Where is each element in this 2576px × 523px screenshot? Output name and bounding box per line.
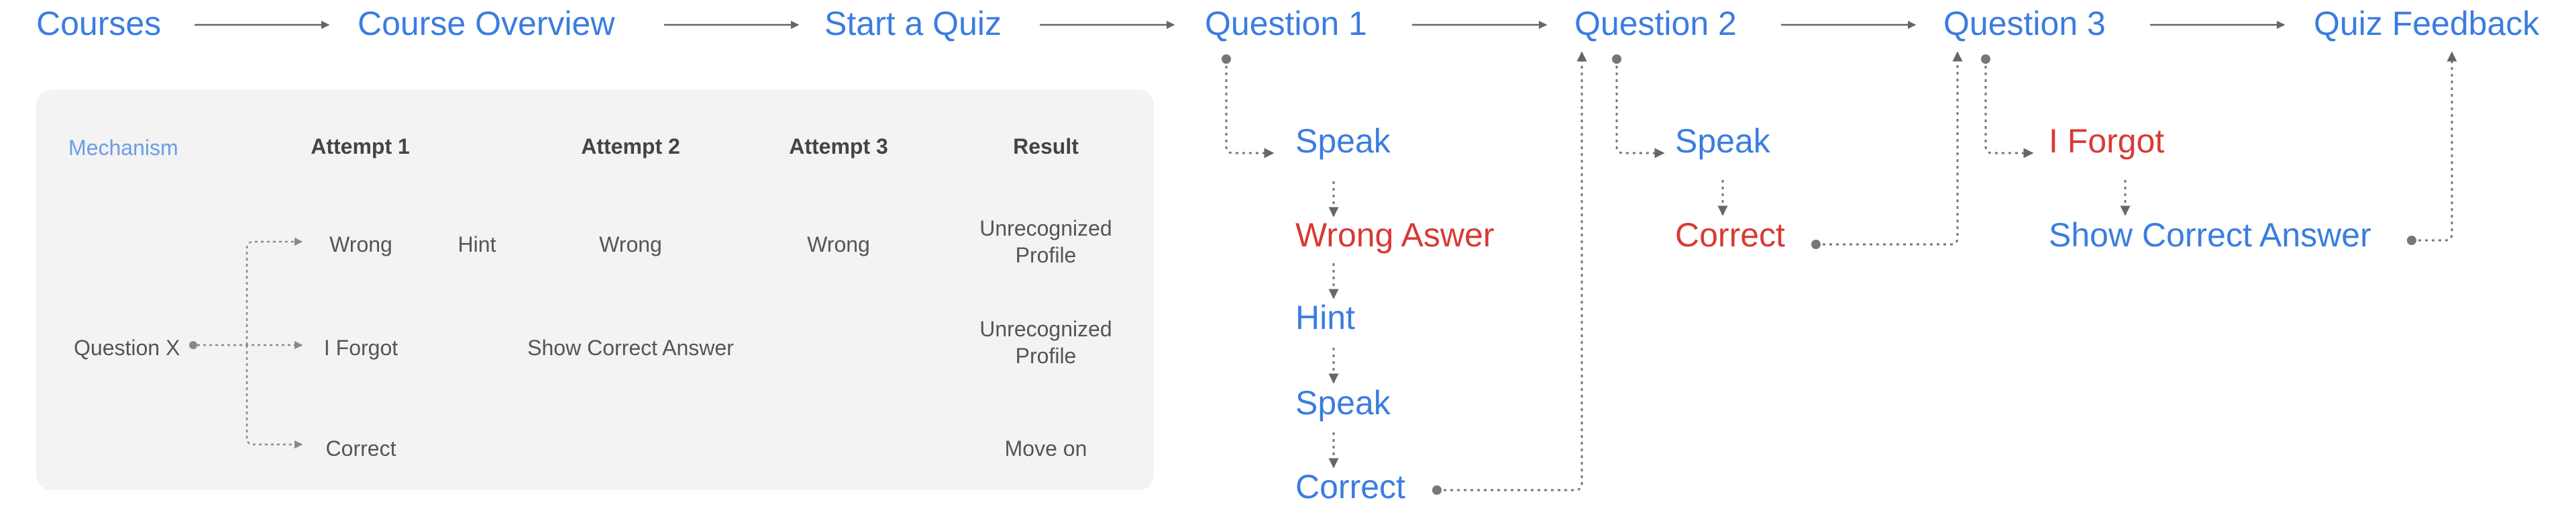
q3-show-correct-answer: Show Correct Answer	[2049, 216, 2371, 254]
header-attempt-2: Attempt 2	[581, 134, 680, 158]
q2-speak: Speak	[1675, 122, 1770, 160]
question-3-connectors	[1984, 51, 2457, 242]
row1-result-line-2: Profile	[1015, 243, 1077, 267]
legend-connectors	[189, 237, 303, 449]
q1-hint: Hint	[1295, 299, 1355, 336]
legend-panel: Mechanism Attempt 1 Attempt 2 Attempt 3 …	[36, 90, 1154, 490]
question-x-label: Question X	[74, 336, 180, 360]
q1-wrong-answer: Wrong Aswer	[1295, 216, 1495, 254]
q1-speak: Speak	[1295, 122, 1391, 160]
q2-correct: Correct	[1675, 216, 1785, 254]
flow-quiz-feedback: Quiz Feedback	[2314, 5, 2540, 42]
q1-correct: Correct	[1295, 468, 1405, 506]
flow-question-1: Question 1	[1205, 5, 1367, 42]
question-1-connectors	[1225, 51, 1587, 491]
flow-courses: Courses	[36, 5, 162, 42]
row3-attempt-1: Correct	[325, 436, 396, 461]
row3-result: Move on	[1004, 436, 1087, 461]
row1-result-line-1: Unrecognized	[979, 216, 1112, 240]
header-result: Result	[1013, 134, 1079, 158]
header-attempt-3: Attempt 3	[789, 134, 888, 158]
row1-attempt-2: Wrong	[599, 232, 662, 256]
header-attempt-1: Attempt 1	[311, 134, 410, 158]
flow-question-3: Question 3	[1943, 5, 2106, 42]
row2-attempt-1: I Forgot	[323, 336, 398, 360]
flow-start-quiz: Start a Quiz	[824, 5, 1002, 42]
row1-attempt-1: Wrong	[329, 232, 392, 256]
header-mechanism: Mechanism	[68, 136, 178, 160]
row1-hint: Hint	[458, 232, 496, 256]
row2-attempt-2: Show Correct Answer	[527, 336, 734, 360]
flow-course-overview: Course Overview	[358, 5, 615, 42]
q1-speak-again: Speak	[1295, 384, 1391, 422]
row1-attempt-3: Wrong	[807, 232, 870, 256]
row2-result-line-2: Profile	[1015, 344, 1077, 368]
question-2-connectors	[1615, 51, 1963, 246]
row2-result-line-1: Unrecognized	[979, 317, 1112, 341]
flow-question-2: Question 2	[1574, 5, 1737, 42]
q3-forgot: I Forgot	[2049, 122, 2165, 160]
